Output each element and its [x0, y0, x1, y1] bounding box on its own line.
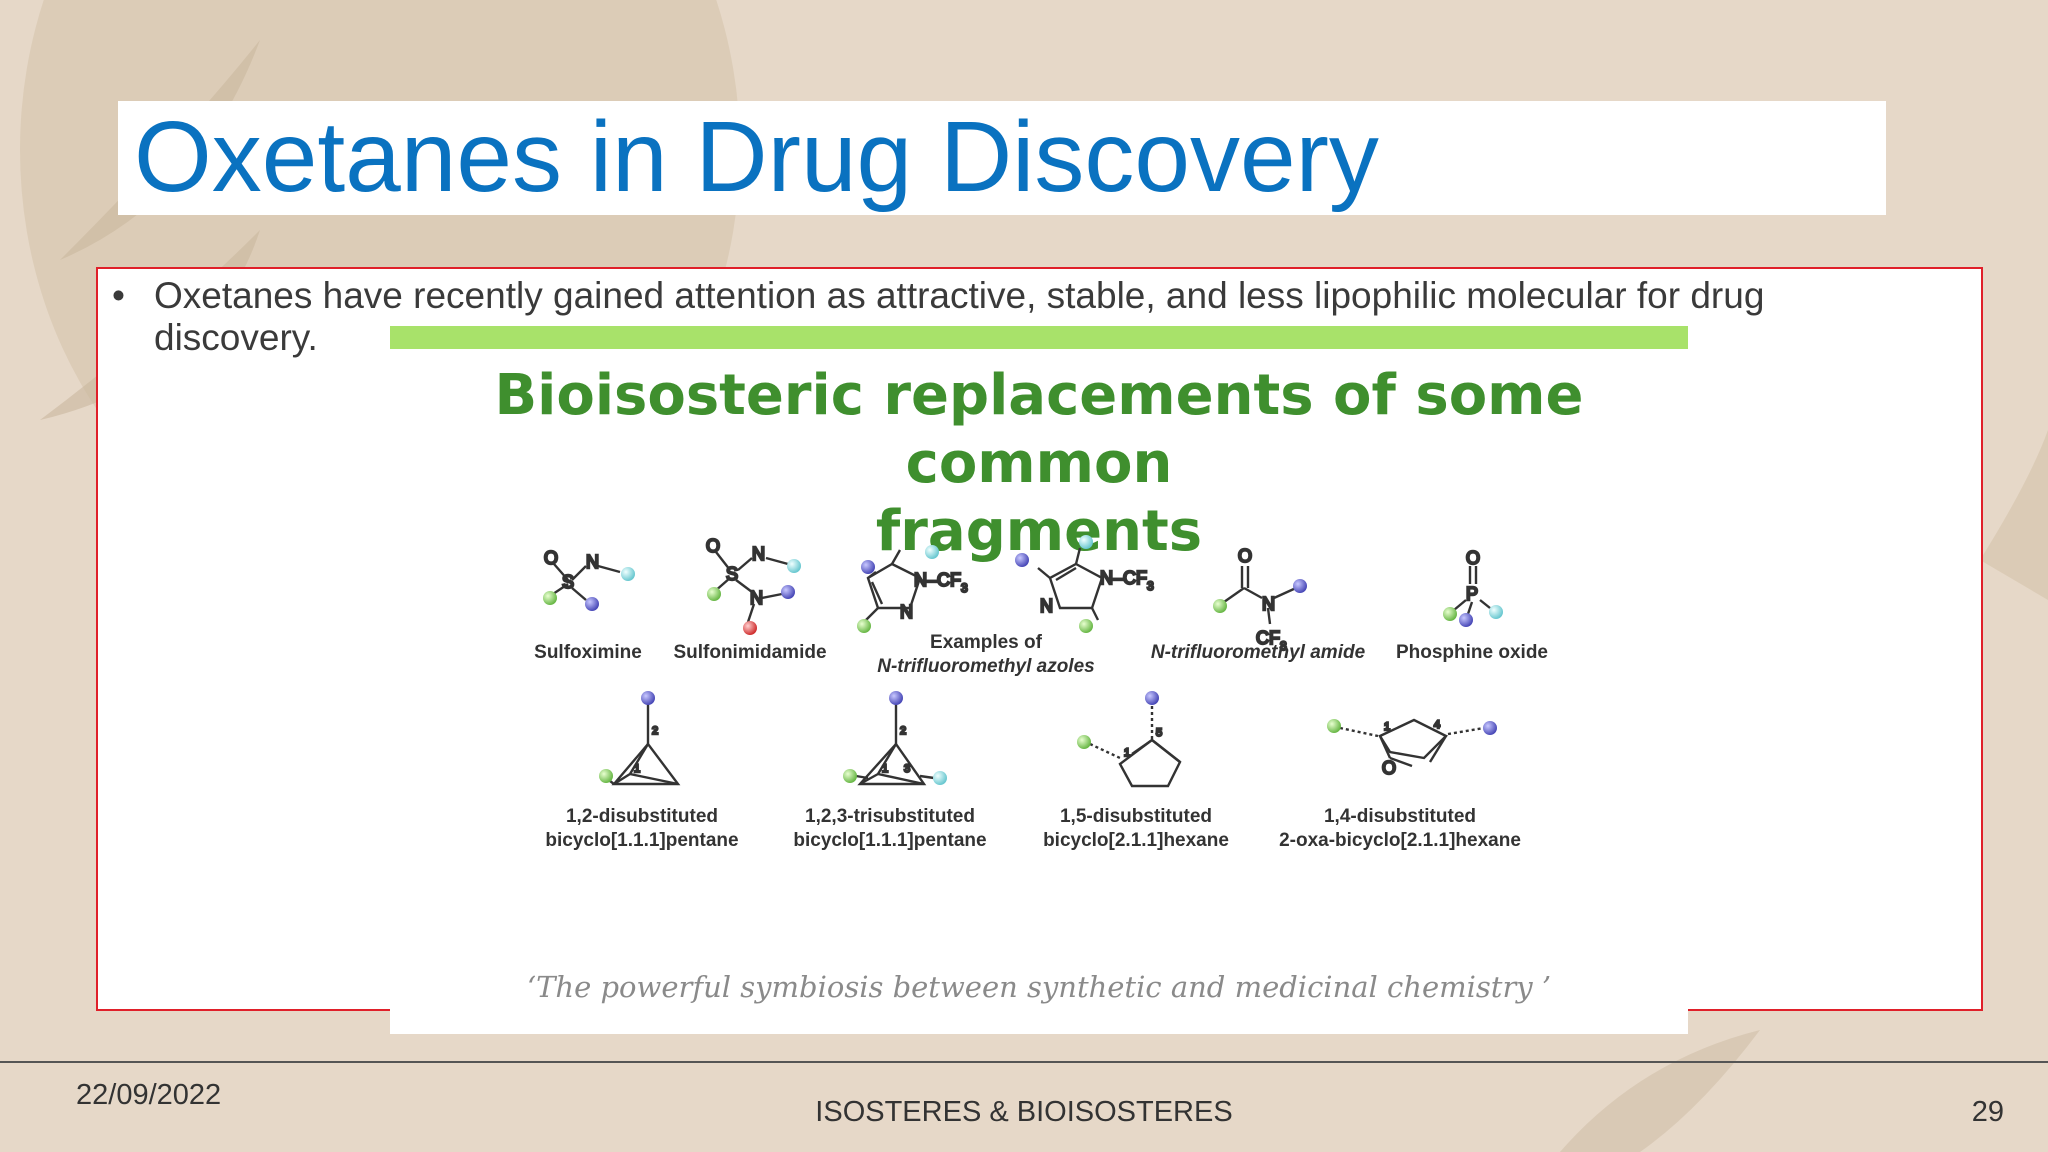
footer-title: ISOSTERES & BIOISOSTERES — [815, 1096, 1233, 1128]
figure-title-line1: Bioisosteric replacements of some common — [494, 363, 1584, 496]
label-sulfoximine: Sulfoximine — [534, 642, 642, 663]
azole-2-n: N — [1040, 596, 1053, 616]
bcp12-n1: 1 — [634, 763, 640, 775]
oxa-o: O — [1382, 758, 1396, 778]
sulfoximine-n: N — [586, 552, 599, 572]
label-amide: N-trifluoromethyl amide — [1151, 642, 1366, 663]
bcp123-n2: 2 — [900, 725, 906, 737]
sulfoximine-structure: O S N — [543, 547, 635, 611]
amide-o: O — [1238, 546, 1252, 566]
bullet-text: Oxetanes have recently gained attention … — [154, 275, 1765, 358]
label-bch15-line2: bicyclo[2.1.1]hexane — [1043, 830, 1229, 851]
oxa-n1: 1 — [1384, 721, 1390, 733]
label-phosphine-oxide: Phosphine oxide — [1396, 642, 1548, 663]
sulfonimidamide-n1: N — [752, 544, 765, 564]
phosphine-oxide-structure: O P — [1443, 547, 1503, 627]
label-bcp123-line2: bicyclo[1.1.1]pentane — [793, 830, 986, 851]
phosphine-p: P — [1466, 584, 1478, 604]
label-bcp12-line1: 1,2-disubstituted — [566, 806, 718, 827]
bcp123-n3: 3 — [904, 763, 910, 775]
slide-title: Oxetanes in Drug Discovery — [134, 101, 1379, 213]
structures-diagram: O S N O S N N — [534, 535, 1548, 851]
label-oxa14-line2: 2-oxa-bicyclo[2.1.1]hexane — [1279, 830, 1521, 851]
label-oxa14-line1: 1,4-disubstituted — [1324, 806, 1476, 827]
sulfonimidamide-o: O — [706, 536, 720, 556]
label-bcp123-line1: 1,2,3-trisubstituted — [805, 806, 975, 827]
sulfonimidamide-s: S — [726, 564, 738, 584]
page-number: 29 — [1971, 1096, 2004, 1128]
phosphine-o: O — [1466, 548, 1480, 568]
label-bcp12-line2: bicyclo[1.1.1]pentane — [545, 830, 738, 851]
azole-2-ncf3: N–CF3 — [1100, 568, 1154, 593]
bch-15-structure: 5 1 — [1077, 691, 1182, 788]
azole-1-n: N — [900, 602, 913, 622]
amide-n: N — [1262, 594, 1275, 614]
azole-2-structure: N–CF3 N — [1015, 535, 1155, 633]
amide-cf3: CF3 — [1256, 628, 1287, 653]
bcp-123-structure: 2 1 3 — [843, 691, 947, 786]
label-bch15-line1: 1,5-disubstituted — [1060, 806, 1212, 827]
bioisostere-figure: Bioisosteric replacements of some common… — [390, 322, 1688, 1034]
bcp12-n2: 2 — [652, 725, 658, 737]
bcp123-n1: 1 — [882, 763, 888, 775]
oxa-n4: 4 — [1434, 719, 1440, 731]
footer-date: 22/09/2022 — [76, 1079, 222, 1111]
title-box: Oxetanes in Drug Discovery — [118, 101, 1886, 215]
sulfonimidamide-structure: O S N N — [705, 535, 801, 635]
label-azoles-line1: Examples of — [930, 632, 1043, 653]
azole-1-ncf3: N–CF3 — [914, 570, 968, 595]
sulfoximine-s: S — [562, 572, 574, 592]
sulfoximine-o: O — [544, 548, 558, 568]
label-sulfonimidamide: Sulfonimidamide — [673, 642, 826, 663]
bch15-n1: 1 — [1124, 747, 1130, 759]
label-azoles-line2: N-trifluoromethyl azoles — [877, 656, 1094, 677]
figure-quote: ‘The powerful symbiosis between syntheti… — [526, 970, 1552, 1004]
footer-divider — [0, 1061, 2048, 1063]
bullet-dot: • — [112, 275, 125, 316]
oxa-bch-14-structure: O 1 4 — [1327, 718, 1497, 779]
bch15-n5: 5 — [1156, 727, 1162, 739]
amide-structure: O N CF3 — [1213, 545, 1307, 654]
figure-header-bar — [390, 326, 1688, 349]
bcp-12-structure: 2 1 — [599, 691, 681, 786]
sulfonimidamide-n2: N — [750, 588, 763, 608]
azole-1-structure: N–CF3 N — [857, 545, 969, 633]
